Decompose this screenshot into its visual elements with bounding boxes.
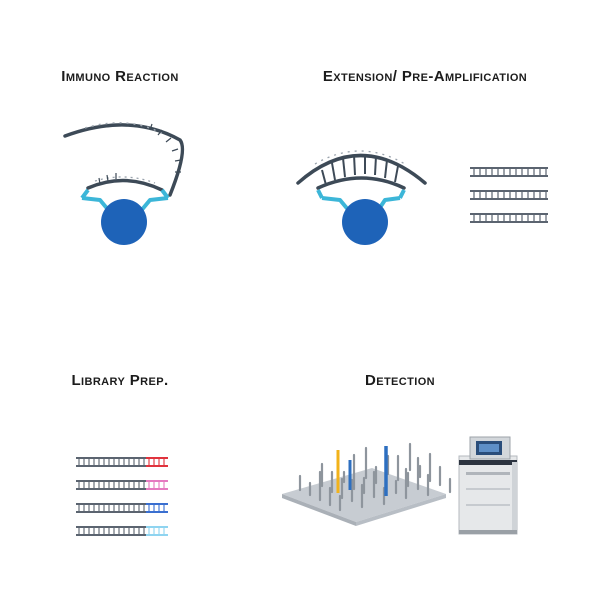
amplicon-ladder <box>470 167 548 177</box>
antibody-right <box>138 196 169 214</box>
detection-title: Detection <box>364 372 436 389</box>
extension-outer-arc <box>296 153 427 185</box>
sequencer-instrument-icon <box>458 436 518 535</box>
library-ladder <box>76 526 168 536</box>
library-ladder <box>76 480 168 490</box>
library-ladder <box>76 503 168 513</box>
extension-title: Extension/ Pre-Amplification <box>322 68 528 85</box>
immuno-reaction-title: Immuno Reaction <box>61 68 179 85</box>
peak-map-plate <box>282 468 446 522</box>
outer-probe-arc <box>63 123 185 197</box>
library-ladder <box>76 457 168 467</box>
extension-bead-circle <box>342 199 388 245</box>
bead-circle <box>101 199 147 245</box>
library-prep-title: Library Prep. <box>71 372 169 389</box>
amplicon-ladder <box>470 213 548 223</box>
amplified-dna-ladders <box>470 167 548 223</box>
inner-probe-arc <box>86 178 164 192</box>
amplicon-ladder <box>470 190 548 200</box>
